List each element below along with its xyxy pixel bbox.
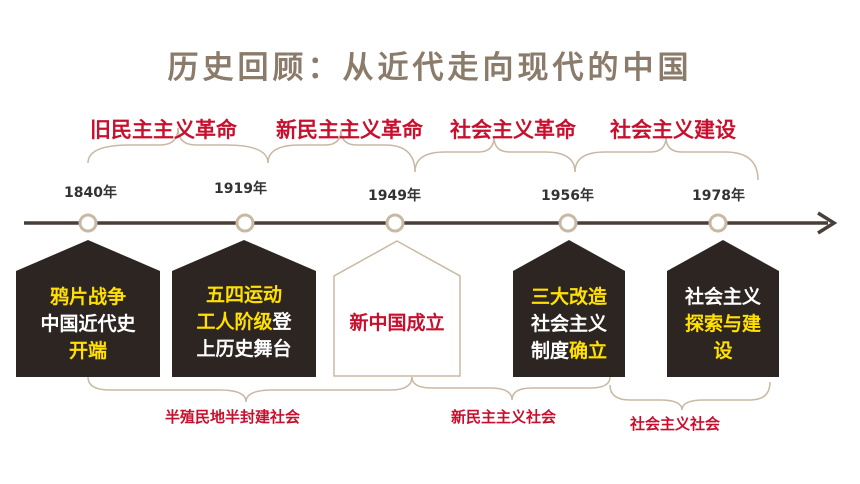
event-1-line2: 中国近代史: [40, 313, 136, 335]
event-card-new-china: 新中国成立: [333, 240, 461, 377]
event-5-line3: 设: [713, 340, 733, 362]
event-1-line1: 鸦片战争: [49, 286, 126, 308]
page-title: 历史回顾：从近代走向现代的中国: [167, 50, 693, 86]
era-label-socialist-revolution: 社会主义革命: [450, 118, 576, 142]
event-5-line2: 探索与建: [684, 313, 761, 335]
year-label-1840: 1840年: [64, 185, 117, 201]
year-marker-1949: [385, 213, 405, 233]
society-label-semi-colonial: 半殖民地半封建社会: [165, 408, 301, 426]
event-2-line1: 五四运动: [205, 284, 282, 306]
year-label-1949: 1949年: [368, 188, 421, 204]
timeline-markers: [78, 213, 728, 233]
event-4-line3a: 制度: [530, 340, 569, 362]
event-1-line3: 开端: [68, 340, 107, 362]
timeline-arrow-icon: [817, 211, 838, 235]
event-4-line3b: 确立: [569, 340, 608, 362]
society-brace-1: [87, 376, 413, 403]
event-card-opium-war: 鸦片战争 中国近代史 开端: [16, 240, 160, 377]
era-brace-4: [574, 136, 759, 181]
year-marker-1840: [78, 213, 98, 233]
era-brace-1: [87, 127, 269, 164]
society-label-new-democratic: 新民主主义社会: [451, 408, 557, 426]
event-4-line1: 三大改造: [530, 286, 607, 308]
event-card-socialist-exploration: 社会主义 探索与建 设: [667, 240, 779, 377]
event-3-line1: 新中国成立: [349, 312, 445, 334]
era-brace-2: [267, 129, 416, 173]
event-2-line2b: 登: [272, 311, 292, 333]
year-label-1956: 1956年: [541, 188, 594, 204]
year-label-1919: 1919年: [214, 181, 267, 197]
year-marker-1978: [708, 213, 728, 233]
event-5-line1: 社会主义: [684, 286, 761, 308]
society-brace-2: [411, 376, 611, 401]
year-marker-1919: [235, 213, 255, 233]
event-2-line3: 上历史舞台: [196, 338, 292, 360]
year-marker-1956: [558, 213, 578, 233]
society-brace-3: [609, 381, 771, 411]
society-label-socialist: 社会主义社会: [630, 415, 721, 433]
era-label-old-democratic: 旧民主主义革命: [90, 118, 237, 142]
event-card-three-transformations: 三大改造 社会主义 制度确立: [513, 240, 625, 377]
event-4-line2: 社会主义: [530, 313, 607, 335]
event-2-line2a: 工人阶级: [196, 311, 273, 333]
era-label-new-democratic: 新民主主义革命: [276, 118, 423, 142]
year-label-1978: 1978年: [692, 188, 745, 204]
event-card-may-fourth: 五四运动 工人阶级登 上历史舞台: [172, 240, 316, 377]
era-label-socialist-construction: 社会主义建设: [610, 118, 736, 142]
era-brace-3: [414, 136, 576, 173]
